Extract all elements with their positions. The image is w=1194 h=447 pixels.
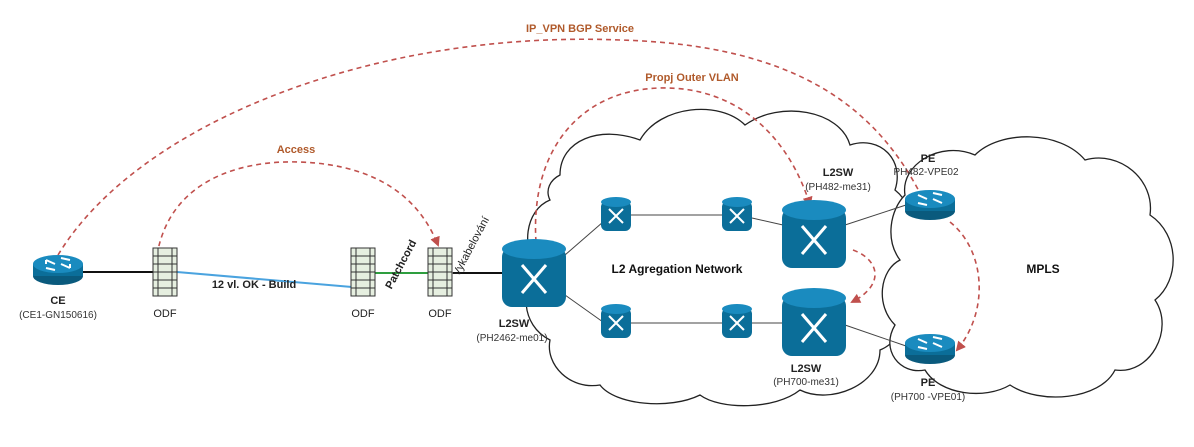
- odf1-label: ODF: [153, 308, 177, 320]
- service-path-outer-vlan: [534, 87, 813, 243]
- mpls-cloud-icon: [881, 136, 1174, 398]
- l2-switch-icon: [722, 197, 752, 231]
- l2-switch-icon: [502, 239, 566, 307]
- link-l2sw-pe-top: [844, 204, 907, 226]
- fiber-link-label: 12 vl. OK - Build: [212, 279, 296, 291]
- ip-vpn-service-label: IP_VPN BGP Service: [526, 23, 634, 35]
- router-icon: [905, 334, 955, 364]
- link-core-a1: [564, 221, 604, 256]
- link-l2sw-pe-bottom: [844, 324, 907, 347]
- router-icon: [33, 255, 83, 285]
- pe-bottom-type-label: PE: [921, 377, 936, 389]
- link-core-a5: [751, 217, 784, 226]
- l2sw-top-name-label: (PH482-me31): [805, 182, 871, 193]
- pe-top-name-label: PH482-VPE02: [893, 167, 958, 178]
- access-service-label: Access: [277, 144, 316, 156]
- outer-vlan-label: Propj Outer VLAN: [645, 72, 739, 84]
- link-core-a2: [564, 294, 604, 323]
- ce-name-label: (CE1-GN150616): [19, 310, 97, 321]
- aggregation-network-label: L2 Agregation Network: [612, 262, 743, 276]
- cabling-label: Vykabelování: [451, 215, 492, 279]
- odf-panel-icon: [427, 247, 453, 297]
- ce-type-label: CE: [50, 295, 65, 307]
- odf-panel-icon: [350, 247, 376, 297]
- pe-top-type-label: PE: [921, 153, 936, 165]
- l2-switch-icon: [782, 200, 846, 268]
- service-path-ip-vpn: [57, 38, 927, 256]
- l2-switch-icon: [722, 304, 752, 338]
- patchcord-label: Patchcord: [383, 238, 419, 291]
- l2sw-access-type-label: L2SW: [499, 318, 530, 330]
- l2-switch-icon: [601, 197, 631, 231]
- l2sw-top-type-label: L2SW: [823, 167, 854, 179]
- l2sw-bottom-type-label: L2SW: [791, 363, 822, 375]
- link-fiber: [176, 271, 353, 288]
- aggregation-cloud-icon: [525, 108, 914, 407]
- l2-switch-icon: [782, 288, 846, 356]
- router-icon: [905, 190, 955, 220]
- l2sw-access-name-label: (PH2462-me01): [476, 333, 547, 344]
- mpls-label: MPLS: [1026, 262, 1059, 276]
- l2sw-bottom-name-label: (PH700-me31): [773, 377, 839, 388]
- service-path-access: [156, 161, 440, 256]
- odf-panel-icon: [152, 247, 178, 297]
- odf3-label: ODF: [428, 308, 452, 320]
- odf2-label: ODF: [351, 308, 375, 320]
- l2-switch-icon: [601, 304, 631, 338]
- pe-bottom-name-label: (PH700 -VPE01): [891, 392, 965, 403]
